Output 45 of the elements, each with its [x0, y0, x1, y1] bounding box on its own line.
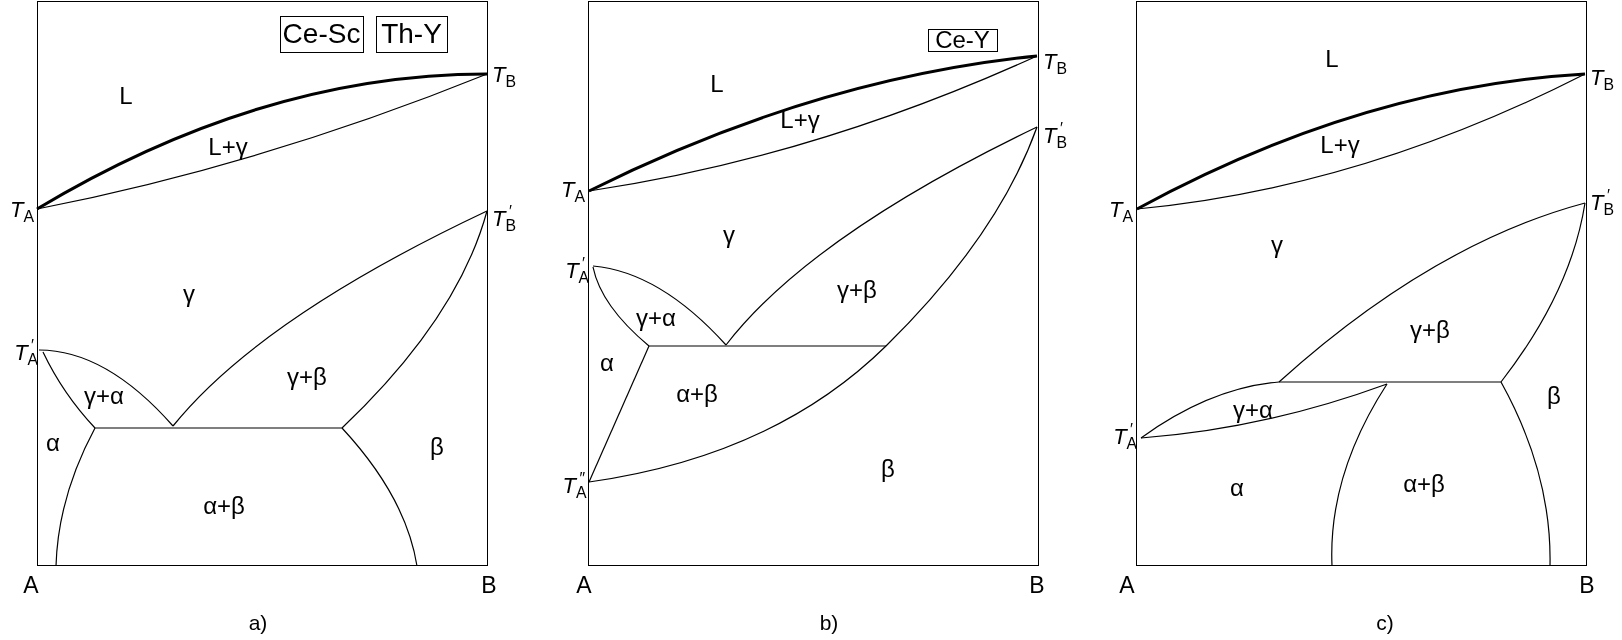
phase-label: γ+β	[287, 365, 327, 389]
phase-label: γ+α	[636, 306, 676, 330]
phase-label: α	[600, 351, 614, 375]
component-label: A	[23, 573, 39, 597]
phase-label: γ+β	[1410, 318, 1450, 342]
component-label: A	[576, 573, 592, 597]
phase-label: γ	[183, 282, 195, 306]
phase-label: L+γ	[780, 108, 820, 132]
phase-label: α+β	[676, 382, 718, 406]
phase-label: β	[1547, 384, 1561, 408]
panel-caption: b)	[819, 611, 839, 633]
phase-diagram-frame	[37, 1, 488, 566]
phase-label: γ+β	[837, 278, 877, 302]
phase-label: β	[881, 457, 895, 481]
temperature-label: T$_{B}$	[492, 64, 516, 90]
phase-label: L	[1325, 47, 1339, 71]
alloy-system-tag: Ce-Sc	[279, 15, 364, 53]
phase-label: L	[119, 84, 133, 108]
phase-label: L	[710, 72, 724, 96]
alloy-system-tag: Ce-Y	[927, 28, 998, 52]
temperature-label: T$_{B}$	[1043, 51, 1067, 77]
temperature-label: T$_{A}$	[10, 199, 34, 225]
phase-label: α+β	[203, 494, 245, 518]
component-label: B	[481, 573, 497, 597]
phase-label: L+γ	[208, 135, 248, 159]
phase-label: β	[430, 435, 444, 459]
panel-caption: a)	[248, 611, 268, 633]
component-label: A	[1119, 573, 1135, 597]
phase-label: γ+α	[84, 384, 124, 408]
phase-label: L+γ	[1320, 133, 1360, 157]
temperature-label: T$_{A}$	[1109, 199, 1133, 225]
component-label: B	[1029, 573, 1045, 597]
component-label: B	[1579, 573, 1595, 597]
temperature-label: T$_{A}$	[561, 179, 585, 205]
phase-label: γ+α	[1233, 398, 1273, 422]
phase-diagram-frame	[1136, 1, 1587, 566]
phase-label: α	[46, 431, 60, 455]
phase-label: α	[1230, 476, 1244, 500]
phase-label: α+β	[1403, 472, 1445, 496]
alloy-system-tag: Th-Y	[375, 15, 448, 53]
phase-diagram-frame	[588, 1, 1039, 566]
phase-label: γ	[723, 223, 735, 247]
temperature-label: T$_{B}$	[1590, 67, 1614, 93]
phase-label: γ	[1271, 233, 1283, 257]
panel-caption: c)	[1376, 611, 1394, 633]
